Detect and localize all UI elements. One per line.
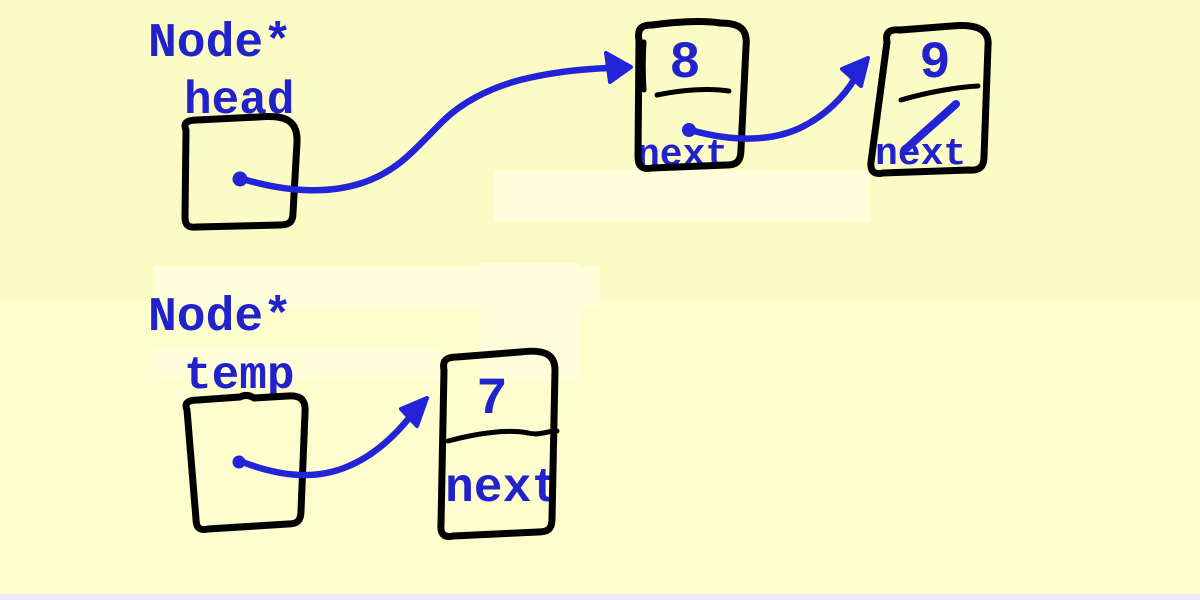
head-pointer-type-label: Node* bbox=[148, 17, 293, 71]
node8-left-edge-overdraw bbox=[640, 39, 647, 93]
arrow-head-to-node8 bbox=[242, 64, 612, 194]
arrow-temp-to-node7-arrowhead bbox=[399, 396, 429, 428]
bottom-strip bbox=[0, 594, 1200, 600]
node8-box bbox=[634, 18, 750, 172]
node9-value: 9 bbox=[919, 34, 951, 93]
node8-divider bbox=[654, 87, 732, 98]
node7-divider bbox=[445, 428, 560, 444]
head-pointer-dot bbox=[232, 171, 248, 187]
node9-divider bbox=[898, 83, 981, 103]
background-patch bbox=[480, 263, 580, 380]
temp-variable-box bbox=[182, 391, 309, 533]
arrow-node8-to-node9-arrowhead bbox=[840, 56, 870, 88]
arrow-node8-to-node9 bbox=[690, 74, 859, 142]
arrow-head-to-node8-arrowhead bbox=[604, 51, 633, 84]
node7-value: 7 bbox=[476, 370, 508, 429]
arrow-temp-to-node7 bbox=[241, 409, 417, 479]
temp-pointer-dot bbox=[232, 455, 246, 469]
node9-null-slash bbox=[903, 100, 960, 152]
head-variable-box bbox=[181, 113, 301, 231]
background-patch bbox=[153, 347, 440, 378]
node7-box bbox=[437, 347, 559, 540]
node9-box bbox=[867, 22, 992, 177]
node7-next-label: next bbox=[445, 462, 561, 516]
background-patch bbox=[493, 170, 870, 222]
temp-pointer-name-label: temp bbox=[184, 350, 295, 402]
node8-value: 8 bbox=[669, 34, 701, 93]
temp-pointer-type-label: Node* bbox=[148, 291, 293, 345]
